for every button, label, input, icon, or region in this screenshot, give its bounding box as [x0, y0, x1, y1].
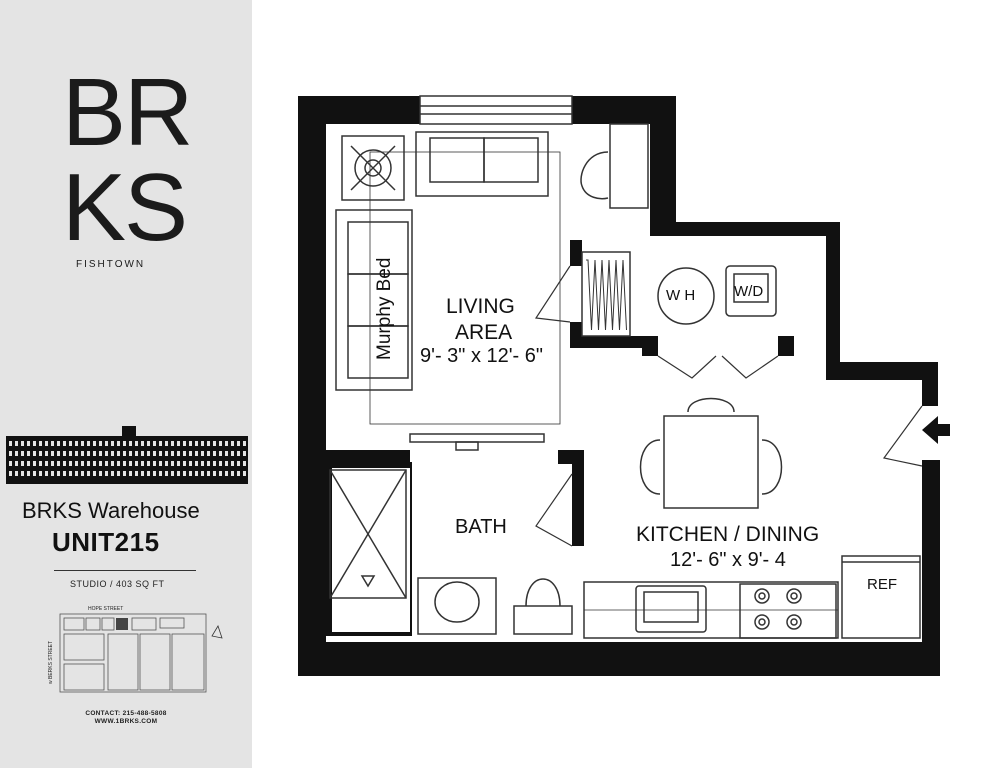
washer-dryer	[725, 265, 777, 317]
contact-info: CONTACT: 215-488-5808 WWW.1BRKS.COM	[58, 710, 194, 726]
water-heater	[657, 267, 715, 325]
living-area-name: LIVING	[446, 295, 515, 318]
brand-logo-line2: KS	[62, 154, 188, 261]
living-area-label-2: AREA	[455, 321, 513, 344]
floor-plan	[298, 95, 950, 676]
side-table	[341, 135, 405, 201]
kitchen-sink	[635, 585, 707, 633]
closet-door	[534, 265, 571, 323]
divider	[54, 570, 196, 571]
living-area-dimensions: 9'- 3" x 12'- 6"	[420, 345, 543, 367]
rug	[369, 151, 561, 425]
sofa	[415, 131, 549, 197]
bath-door	[535, 473, 573, 547]
contact-website: WWW.1BRKS.COM	[94, 718, 158, 725]
living-area-label: LIVING	[446, 294, 515, 319]
entry-door	[882, 405, 923, 467]
closet	[581, 251, 631, 337]
contact-phone: CONTACT: 215-488-5808	[85, 710, 167, 717]
building-title: BRKS Warehouse	[22, 498, 200, 523]
tv-console	[409, 433, 545, 443]
unit-number: UNIT215	[52, 527, 160, 557]
water-heater-label: W H	[666, 287, 696, 304]
street-label-top: HOPE STREET	[88, 606, 123, 612]
site-plan-map: HOPE STREET w BERKS STREET	[48, 606, 223, 693]
refrigerator	[841, 555, 921, 639]
stove	[739, 583, 837, 639]
kitchen-dining-label: KITCHEN / DINING	[636, 523, 820, 546]
toilet-tank	[513, 605, 573, 635]
warehouse-building-illustration	[6, 426, 248, 484]
north-arrow-icon	[211, 625, 223, 639]
bath-vanity	[417, 577, 497, 635]
desk-chair	[580, 151, 609, 200]
brand-location: FISHTOWN	[76, 259, 146, 270]
unit-type-size: STUDIO / 403 SQ FT	[70, 579, 165, 589]
street-label-left: w BERKS STREET	[48, 641, 54, 684]
window	[419, 95, 573, 125]
desk	[609, 123, 649, 209]
entry-arrow-icon	[922, 416, 950, 444]
unit-location-marker	[116, 618, 128, 630]
dining-table	[663, 415, 759, 509]
murphy-bed	[335, 209, 413, 391]
info-sidebar: BR KS FISHTOWN BRKS Warehouse UNIT215 ST…	[0, 0, 252, 768]
shower	[329, 469, 407, 599]
kitchen-dining-dimensions: 12'- 6" x 9'- 4	[670, 549, 786, 571]
murphy-bed-label: Murphy Bed	[374, 257, 395, 360]
bifold-doors	[657, 355, 779, 379]
refrigerator-label: REF	[867, 576, 897, 593]
washer-dryer-label: W/D	[734, 283, 764, 300]
brand-logo-line1: BR	[62, 59, 193, 166]
toilet	[525, 578, 561, 607]
bath-label: BATH	[455, 516, 507, 538]
